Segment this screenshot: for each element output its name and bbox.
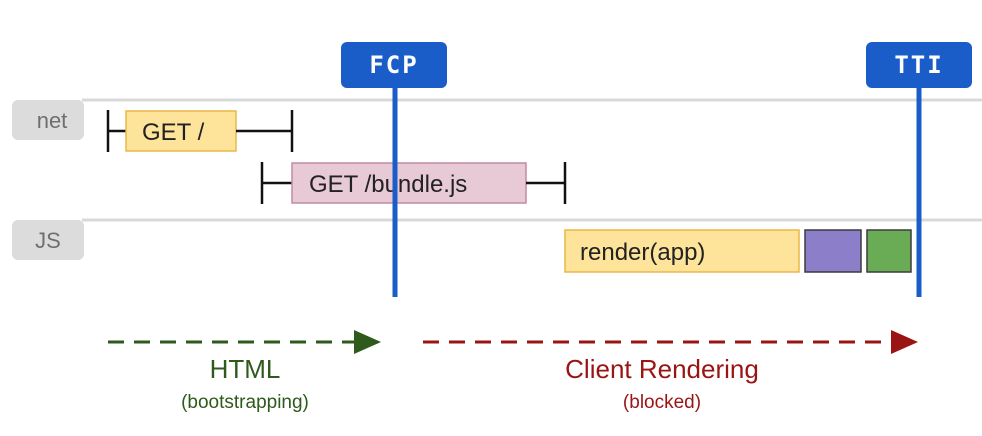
marker-tti: TTI [866,42,972,297]
js-task-render-app: render(app) [564,229,800,273]
marker-fcp-label: FCP [369,51,418,79]
request-get-bundle: GET /bundle.js [260,162,567,204]
js-task-green [866,229,912,273]
row-label-js-text: JS [35,228,61,253]
row-label-js: JS [12,220,84,260]
phase-html-subtitle: (bootstrapping) [181,392,309,413]
marker-tti-label: TTI [894,51,943,79]
request-get-bundle-label: GET /bundle.js [309,171,467,198]
request-get-root-label: GET / [142,119,205,146]
request-get-root: GET / [106,110,294,152]
marker-fcp: FCP [341,42,447,297]
js-task-render-app-label: render(app) [580,239,705,266]
js-task-purple [804,229,862,273]
row-label-net-text: net [37,108,68,133]
phase-client-rendering-title: Client Rendering [565,354,759,384]
phase-html-title: HTML [210,354,281,384]
phase-client-rendering-subtitle: (blocked) [623,392,701,413]
row-label-net: net [12,100,84,140]
